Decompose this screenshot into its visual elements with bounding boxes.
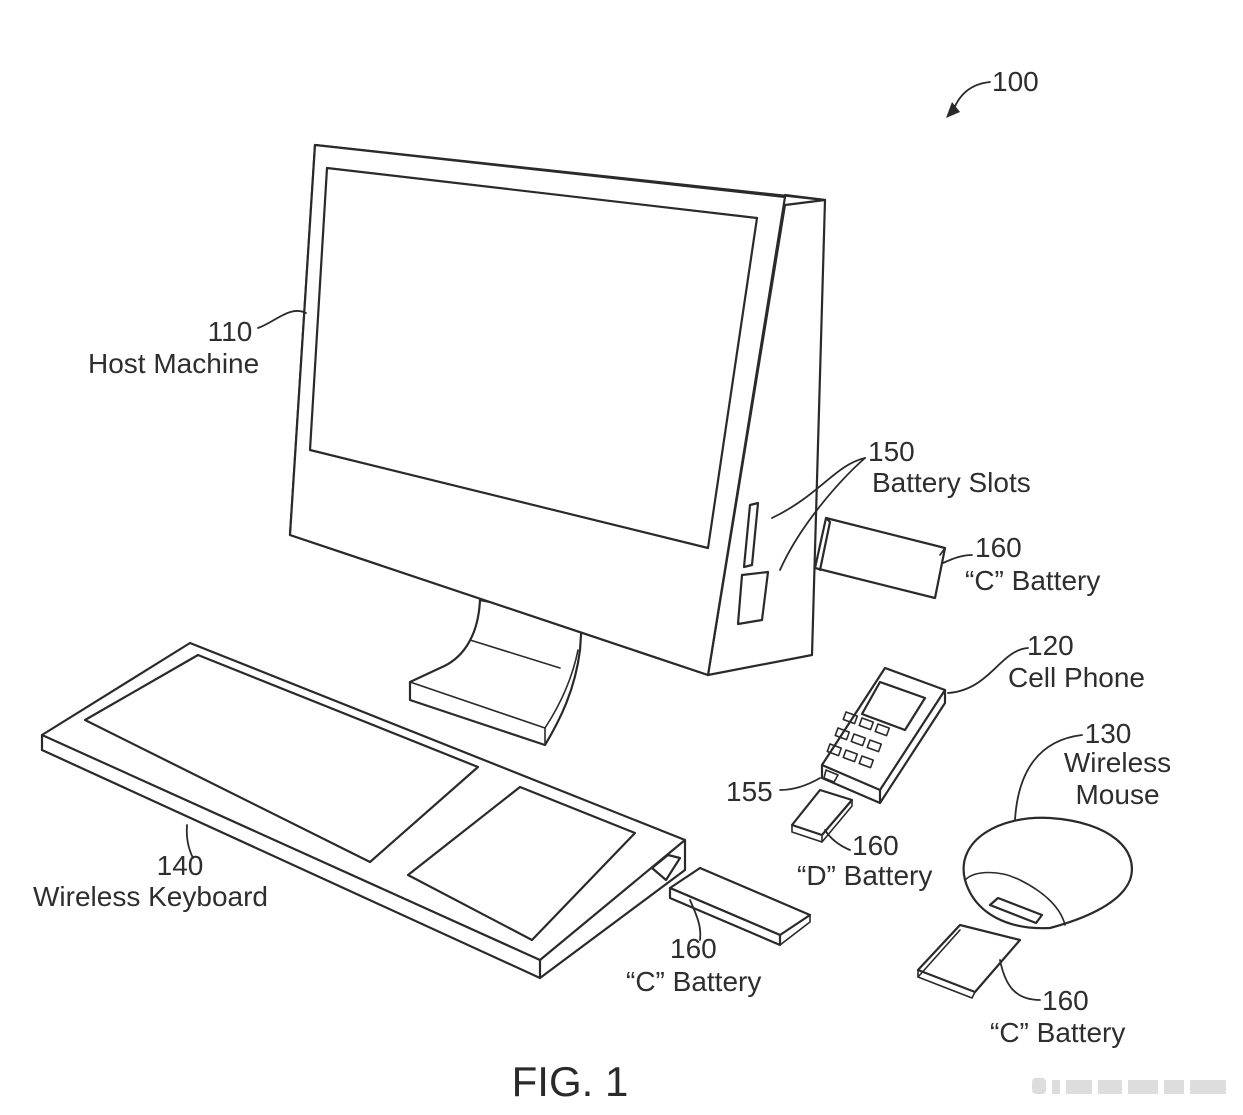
wireless-keyboard-drawing [40, 641, 687, 980]
cell-phone-label: Cell Phone [1008, 662, 1145, 693]
mouse-c-battery-label: “C” Battery [990, 1017, 1126, 1048]
host-machine-monitor [288, 143, 827, 747]
host-machine-label: Host Machine [88, 348, 260, 379]
watermark-mark [1032, 1078, 1226, 1094]
wireless-keyboard-label: Wireless Keyboard [33, 881, 268, 912]
ref-100-arrow [946, 81, 991, 118]
wireless-mouse-label-line2: Mouse [1075, 779, 1160, 810]
leader-lines [185, 310, 1083, 1001]
keyboard-c-battery-number: 160 [670, 933, 717, 964]
wireless-keyboard-number: 140 [156, 850, 204, 881]
figure-caption: FIG. 1 [511, 1058, 629, 1105]
ref-100-label: 100 [992, 66, 1039, 97]
cell-phone-number: 120 [1027, 630, 1074, 661]
cell-phone-drawing [820, 666, 947, 805]
mouse-c-battery-number: 160 [1042, 985, 1089, 1016]
d-battery-label: “D” Battery [797, 860, 933, 891]
keyboard-c-battery-label: “C” Battery [626, 966, 762, 997]
host-c-battery-number: 160 [975, 532, 1022, 563]
battery-slots-number: 150 [868, 436, 915, 467]
host-machine-number: 110 [207, 316, 253, 347]
battery-slots-label: Battery Slots [872, 467, 1031, 498]
wireless-mouse-number: 130 [1084, 718, 1132, 749]
phone-slot-number: 155 [726, 776, 773, 807]
wireless-mouse-drawing [962, 816, 1133, 930]
d-battery-drawing [790, 788, 854, 843]
d-battery-number: 160 [852, 830, 899, 861]
wireless-mouse-label-line1: Wireless [1063, 747, 1172, 778]
host-c-battery-label: “C” Battery [965, 565, 1101, 596]
host-c-battery-drawing [813, 516, 947, 600]
mouse-c-battery-drawing [916, 923, 1022, 999]
keyboard-c-battery-drawing [668, 866, 812, 947]
